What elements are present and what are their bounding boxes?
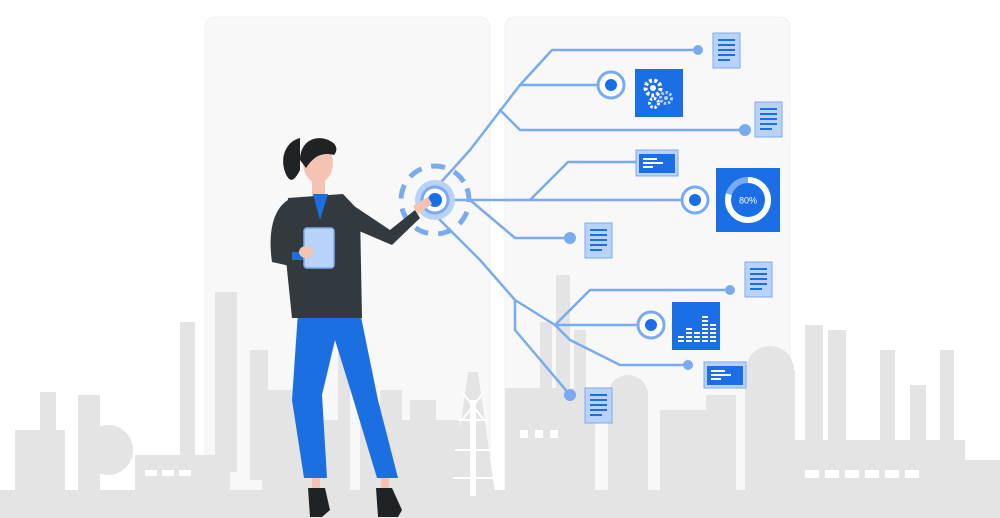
connector-to-code-1 xyxy=(528,160,642,202)
document-icon xyxy=(584,222,613,259)
code-window-icon xyxy=(635,149,679,177)
document-icon xyxy=(744,261,773,298)
bar-chart-icon xyxy=(672,302,720,350)
code-window-icon xyxy=(703,361,747,389)
ring-nodes xyxy=(596,70,710,340)
connector-to-code-2 xyxy=(553,323,690,367)
document-icon xyxy=(712,32,741,69)
gauge-icon: 80% xyxy=(716,168,780,232)
pointing-hand xyxy=(413,197,432,214)
document-icon xyxy=(584,387,613,424)
document-icons xyxy=(584,32,783,424)
industrial-skyline xyxy=(0,275,1000,518)
left-shoe xyxy=(308,488,330,517)
skyline-details xyxy=(145,400,919,496)
connector-to-doc-2 xyxy=(498,108,747,132)
woman-figure xyxy=(270,138,432,517)
connector-to-doc-5 xyxy=(513,298,572,397)
connector-to-gear xyxy=(423,83,612,202)
connector-to-doc-3 xyxy=(468,198,572,240)
connector-to-doc-1 xyxy=(518,48,700,87)
document-icon xyxy=(754,101,783,138)
right-shoe xyxy=(376,488,402,517)
derrick-lattice xyxy=(453,391,494,479)
code-window-icons xyxy=(635,149,747,389)
connector-lines xyxy=(423,48,747,397)
gauge-label: 80% xyxy=(739,196,757,206)
hair xyxy=(300,138,337,168)
trousers xyxy=(292,312,398,478)
gear-icon xyxy=(635,69,683,117)
connector-dots xyxy=(564,45,751,401)
ponytail xyxy=(283,138,300,180)
left-arm xyxy=(270,200,298,266)
connector-to-doc-4 xyxy=(553,288,732,327)
